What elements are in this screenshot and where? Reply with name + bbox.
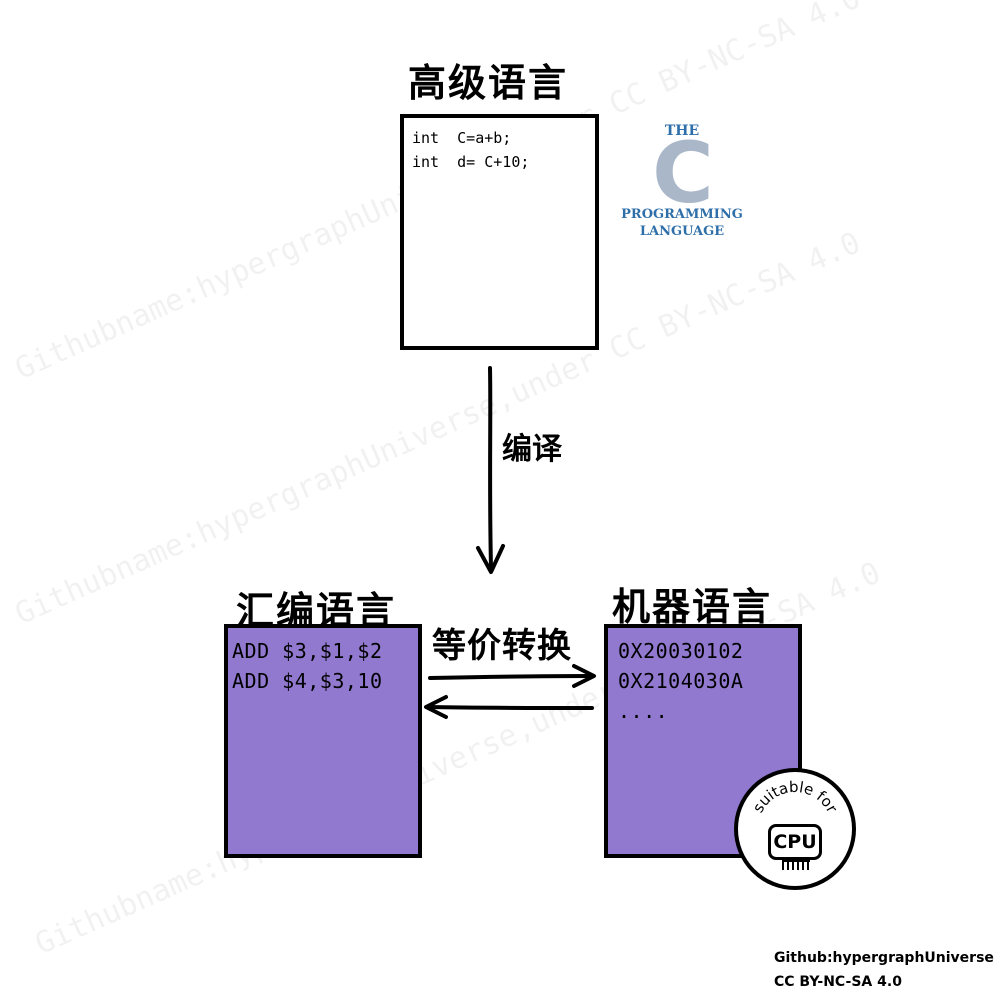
svg-text:suitable for: suitable for bbox=[749, 778, 842, 817]
c-logo-programming: PROGRAMMING bbox=[621, 207, 743, 222]
assembly-code-box: ADD $3,$1,$2 ADD $4,$3,10 bbox=[224, 624, 422, 858]
machine-code-line-2: 0X2104030A bbox=[618, 669, 744, 693]
assembly-code-line-2: ADD $4,$3,10 bbox=[232, 669, 383, 693]
credit-license: CC BY-NC-SA 4.0 bbox=[774, 974, 902, 990]
c-logo-the: THE bbox=[664, 123, 700, 139]
compile-label: 编译 bbox=[502, 432, 562, 467]
c-logo-letter: C bbox=[652, 124, 714, 222]
high-level-code-box: int C=a+b; int d= C+10; bbox=[400, 114, 599, 350]
cpu-chip-label: CPU bbox=[768, 824, 822, 860]
cpu-chip-pins bbox=[782, 860, 810, 870]
high-level-title: 高级语言 bbox=[408, 61, 569, 105]
high-level-code-line-2: int d= C+10; bbox=[412, 153, 530, 171]
credit-github: Github:hypergraphUniverse bbox=[774, 950, 994, 966]
high-level-code-line-1: int C=a+b; bbox=[412, 129, 512, 147]
cpu-badge-suitable-text: suitable for bbox=[749, 778, 842, 817]
credit-block: Github:hypergraphUniverse CC BY-NC-SA 4.… bbox=[774, 946, 994, 994]
forward-arrow bbox=[428, 664, 596, 688]
machine-title: 机器语言 bbox=[612, 585, 773, 629]
compile-arrow bbox=[476, 366, 505, 574]
c-logo-language: LANGUAGE bbox=[639, 224, 725, 239]
machine-code-line-3: .... bbox=[618, 699, 669, 723]
machine-code-line-1: 0X20030102 bbox=[618, 639, 744, 663]
assembly-code-line-1: ADD $3,$1,$2 bbox=[232, 639, 383, 663]
c-language-logo: THE C PROGRAMMING LANGUAGE bbox=[612, 122, 752, 252]
backward-arrow bbox=[424, 695, 594, 719]
equivalent-conversion-label: 等价转换 bbox=[432, 626, 572, 666]
cpu-badge-curved-text: suitable for bbox=[749, 778, 842, 817]
cpu-badge: suitable for CPU bbox=[734, 768, 856, 890]
